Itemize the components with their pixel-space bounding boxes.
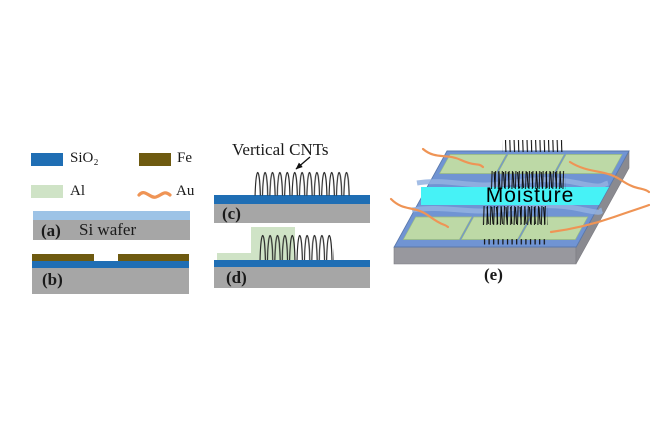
panel-e-label: (e): [484, 265, 503, 284]
legend-label-al: Al: [70, 183, 85, 199]
chip-cnt-forest-lower: [482, 206, 548, 225]
panel-c-sio2-layer: [214, 195, 370, 204]
au-wire-icon: [137, 191, 172, 199]
panel-b-si-wafer: [32, 268, 189, 294]
chip-cnt-ticks-front: [482, 239, 547, 245]
panel-a-caption: Si wafer: [79, 220, 137, 239]
chip-cnt-ticks-back: [502, 140, 564, 152]
legend-label-fe: Fe: [177, 150, 192, 166]
panel-c-si-wafer: [214, 204, 370, 223]
moisture-band-label: Moisture: [485, 184, 575, 207]
panel-b-label: (b): [42, 270, 63, 289]
au-wire-front-left: [389, 197, 450, 229]
panel-c-label: (c): [222, 204, 241, 223]
panel-a-oxide-layer: [33, 211, 190, 220]
legend-label-sio2: SiO₂: [70, 150, 99, 166]
chip-front-face: [393, 246, 577, 265]
legend-label-au: Au: [176, 183, 195, 199]
panel-c-cnt-coils: [254, 170, 350, 196]
au-wire-front-right: [549, 203, 650, 234]
panel-b-fe-strip-left: [32, 254, 94, 261]
panel-a-label: (a): [41, 221, 61, 240]
legend-swatch-fe: [139, 153, 171, 166]
chip-back-electrode-row: [439, 154, 623, 174]
panel-d-sio2-layer: [214, 260, 370, 267]
panel-a-si-wafer: [33, 220, 190, 240]
panel-d-label: (d): [226, 268, 247, 287]
chip-right-face: [575, 150, 630, 265]
panel-d-al-strip: [217, 253, 261, 260]
au-wire-back-left: [421, 147, 485, 169]
panel-d-al-block: [251, 227, 295, 260]
chip-front-electrode-row: [402, 216, 589, 240]
legend-swatch-al: [31, 185, 63, 198]
vertical-cnts-annotation: Vertical CNTs: [232, 140, 329, 159]
panel-d-si-wafer: [214, 267, 370, 288]
panel-b-sio2-layer: [32, 261, 189, 268]
legend-swatch-sio2: [31, 153, 63, 166]
panel-b-fe-strip-right: [118, 254, 189, 261]
